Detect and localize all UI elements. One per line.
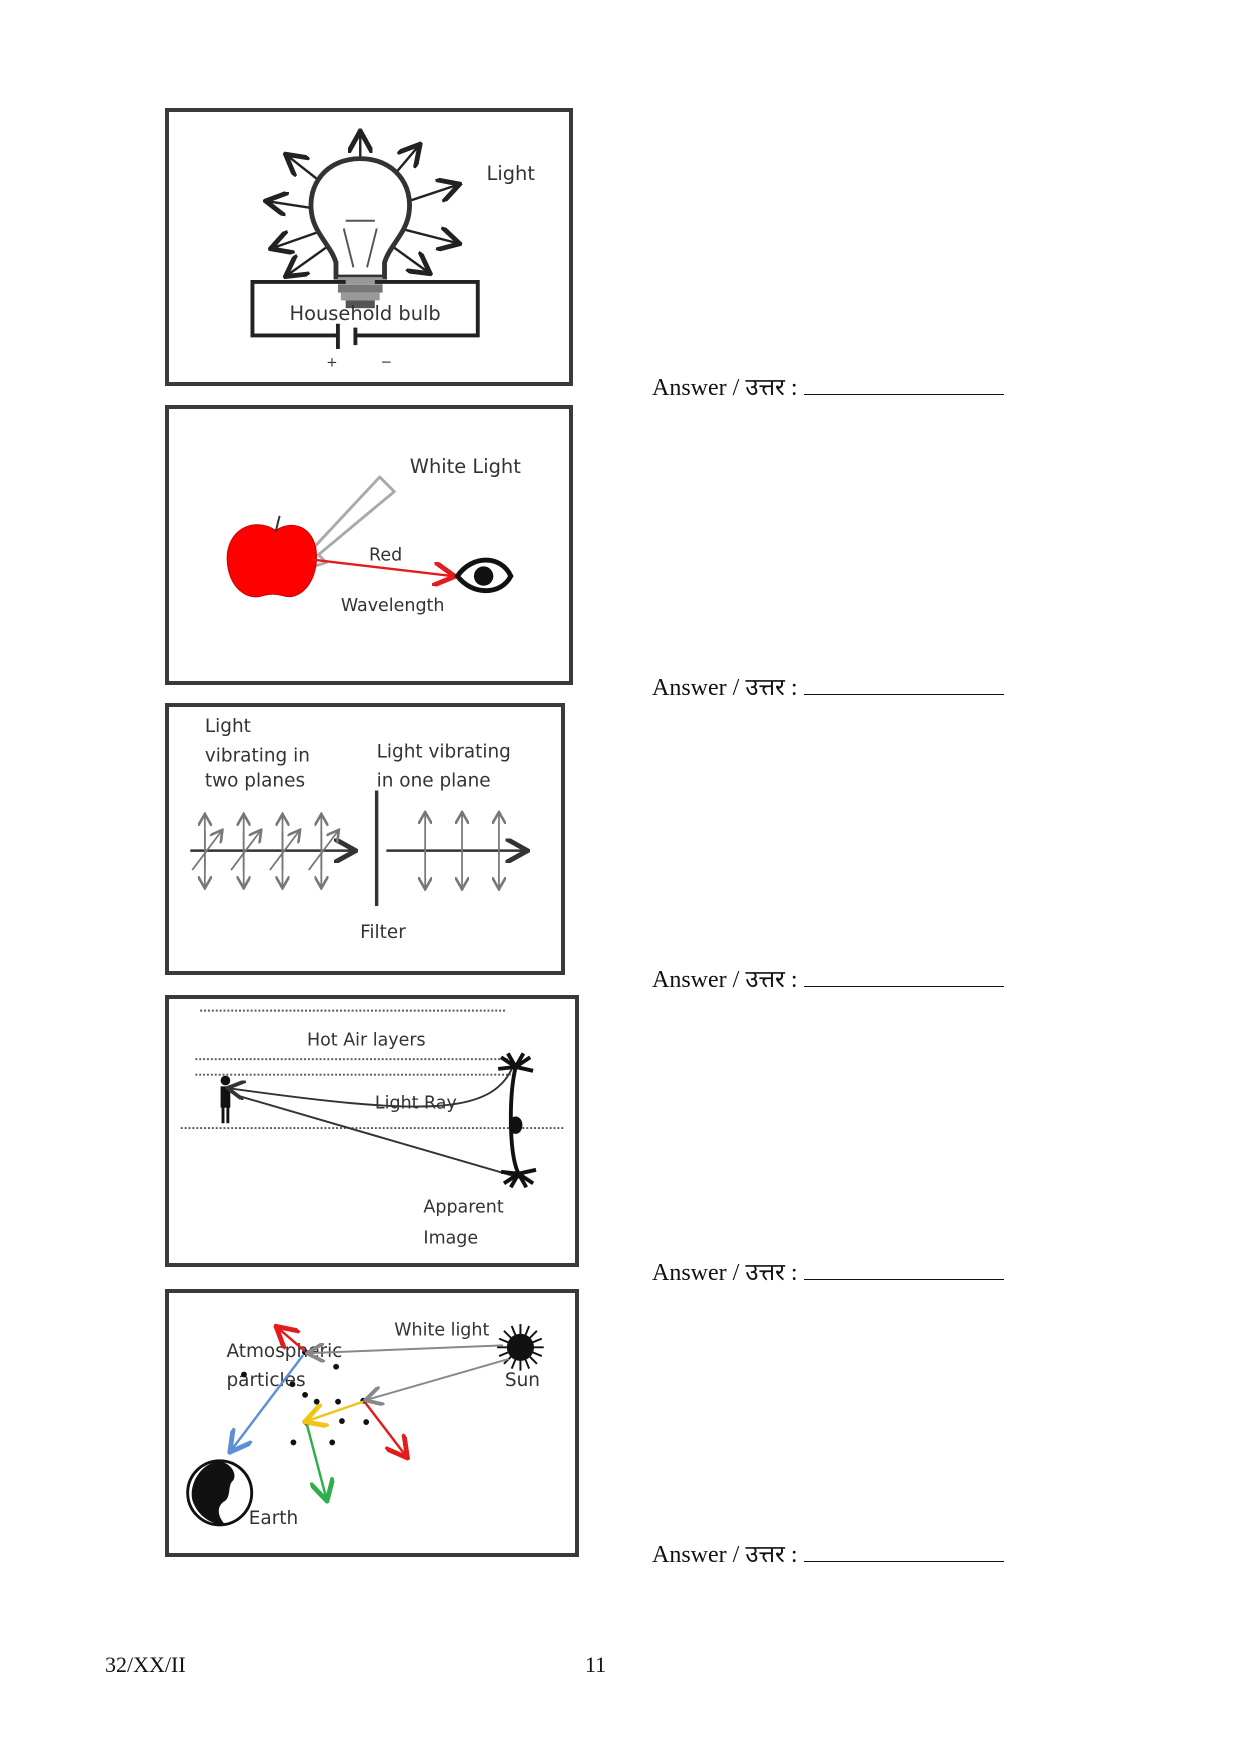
two-planes-line2: two planes [205, 771, 305, 792]
apparent-ray [238, 1095, 523, 1180]
particle-dots [241, 1349, 370, 1446]
red-label: Red [369, 546, 402, 566]
answer-label: Answer / उत्तर : [652, 675, 798, 701]
mirage-diagram: Hot Air layers Light Ray Apparent Image [180, 1009, 565, 1249]
paper-code: 32/XX/II [105, 1652, 186, 1677]
answer-label: Answer / उत्तर : [652, 1542, 798, 1568]
bulb-figure: Household bulb Light + − [165, 108, 573, 386]
one-plane-line1: Light vibrating [377, 741, 511, 762]
particles-label: particles [226, 1370, 305, 1391]
mirage-figure: Hot Air layers Light Ray Apparent Image [165, 995, 579, 1267]
polarized-light [386, 814, 525, 888]
polarization-diagram: Light vibrating in two planes Light vibr… [190, 716, 561, 943]
plus-label: + [326, 354, 337, 370]
two-planes-line1: vibrating in [205, 745, 310, 766]
unpolarized-light [190, 816, 353, 887]
wavelength-label: Wavelength [341, 596, 445, 616]
answer-label: Answer / उत्तर : [652, 1260, 798, 1286]
scattering-diagram: White light Atmospheric particles Sun Ea… [186, 1321, 544, 1529]
circuit-wire [250, 280, 480, 338]
answer-line-2[interactable]: Answer / उत्तर : [652, 670, 1004, 703]
bulb-label: Household bulb [290, 302, 441, 325]
apple-icon [226, 524, 318, 598]
earth-icon [186, 1459, 254, 1527]
answer-blank[interactable] [803, 1257, 1004, 1280]
light-label: Light [487, 162, 536, 185]
answer-line-4[interactable]: Answer / उत्तर : [652, 1255, 1004, 1288]
answer-blank[interactable] [803, 964, 1004, 987]
answer-blank[interactable] [803, 672, 1004, 695]
minus-label: − [381, 354, 392, 370]
apple-diagram: White Light Red Wavelength [226, 455, 521, 616]
scattering-figure: White light Atmospheric particles Sun Ea… [165, 1289, 579, 1557]
atmospheric-label: Atmospheric [226, 1341, 342, 1362]
answer-line-1[interactable]: Answer / उत्तर : [652, 370, 1004, 403]
answer-blank[interactable] [803, 1539, 1004, 1562]
light-ray-curved [229, 1066, 514, 1108]
polarization-figure: Light vibrating in two planes Light vibr… [165, 703, 565, 975]
palm-tree-icon [497, 1052, 537, 1189]
one-plane-line2: in one plane [377, 771, 491, 792]
filter-label: Filter [360, 922, 406, 943]
light-ray-label: Light Ray [375, 1094, 457, 1114]
apparent-label: Apparent [423, 1198, 503, 1218]
earth-label: Earth [249, 1508, 298, 1529]
apple-figure: White Light Red Wavelength [165, 405, 573, 685]
eye-icon [454, 557, 514, 593]
answer-line-5[interactable]: Answer / उत्तर : [652, 1537, 1004, 1570]
answer-line-3[interactable]: Answer / उत्तर : [652, 962, 1004, 995]
hot-air-label: Hot Air layers [307, 1031, 426, 1051]
page-number: 11 [585, 1652, 607, 1677]
bulb-icon [308, 156, 412, 280]
answer-label: Answer / उत्तर : [652, 375, 798, 401]
image-label: Image [423, 1229, 478, 1249]
bulb-diagram: Household bulb Light + − [250, 112, 536, 370]
person-icon [220, 1075, 231, 1124]
light-label: Light [205, 716, 251, 737]
answer-label: Answer / उत्तर : [652, 967, 798, 993]
white-light-label: White light [394, 1321, 489, 1341]
answer-blank[interactable] [803, 372, 1004, 395]
sun-icon [497, 1324, 544, 1371]
sun-label: Sun [505, 1370, 540, 1391]
white-light-label: White Light [410, 455, 521, 478]
red-ray [311, 558, 453, 577]
